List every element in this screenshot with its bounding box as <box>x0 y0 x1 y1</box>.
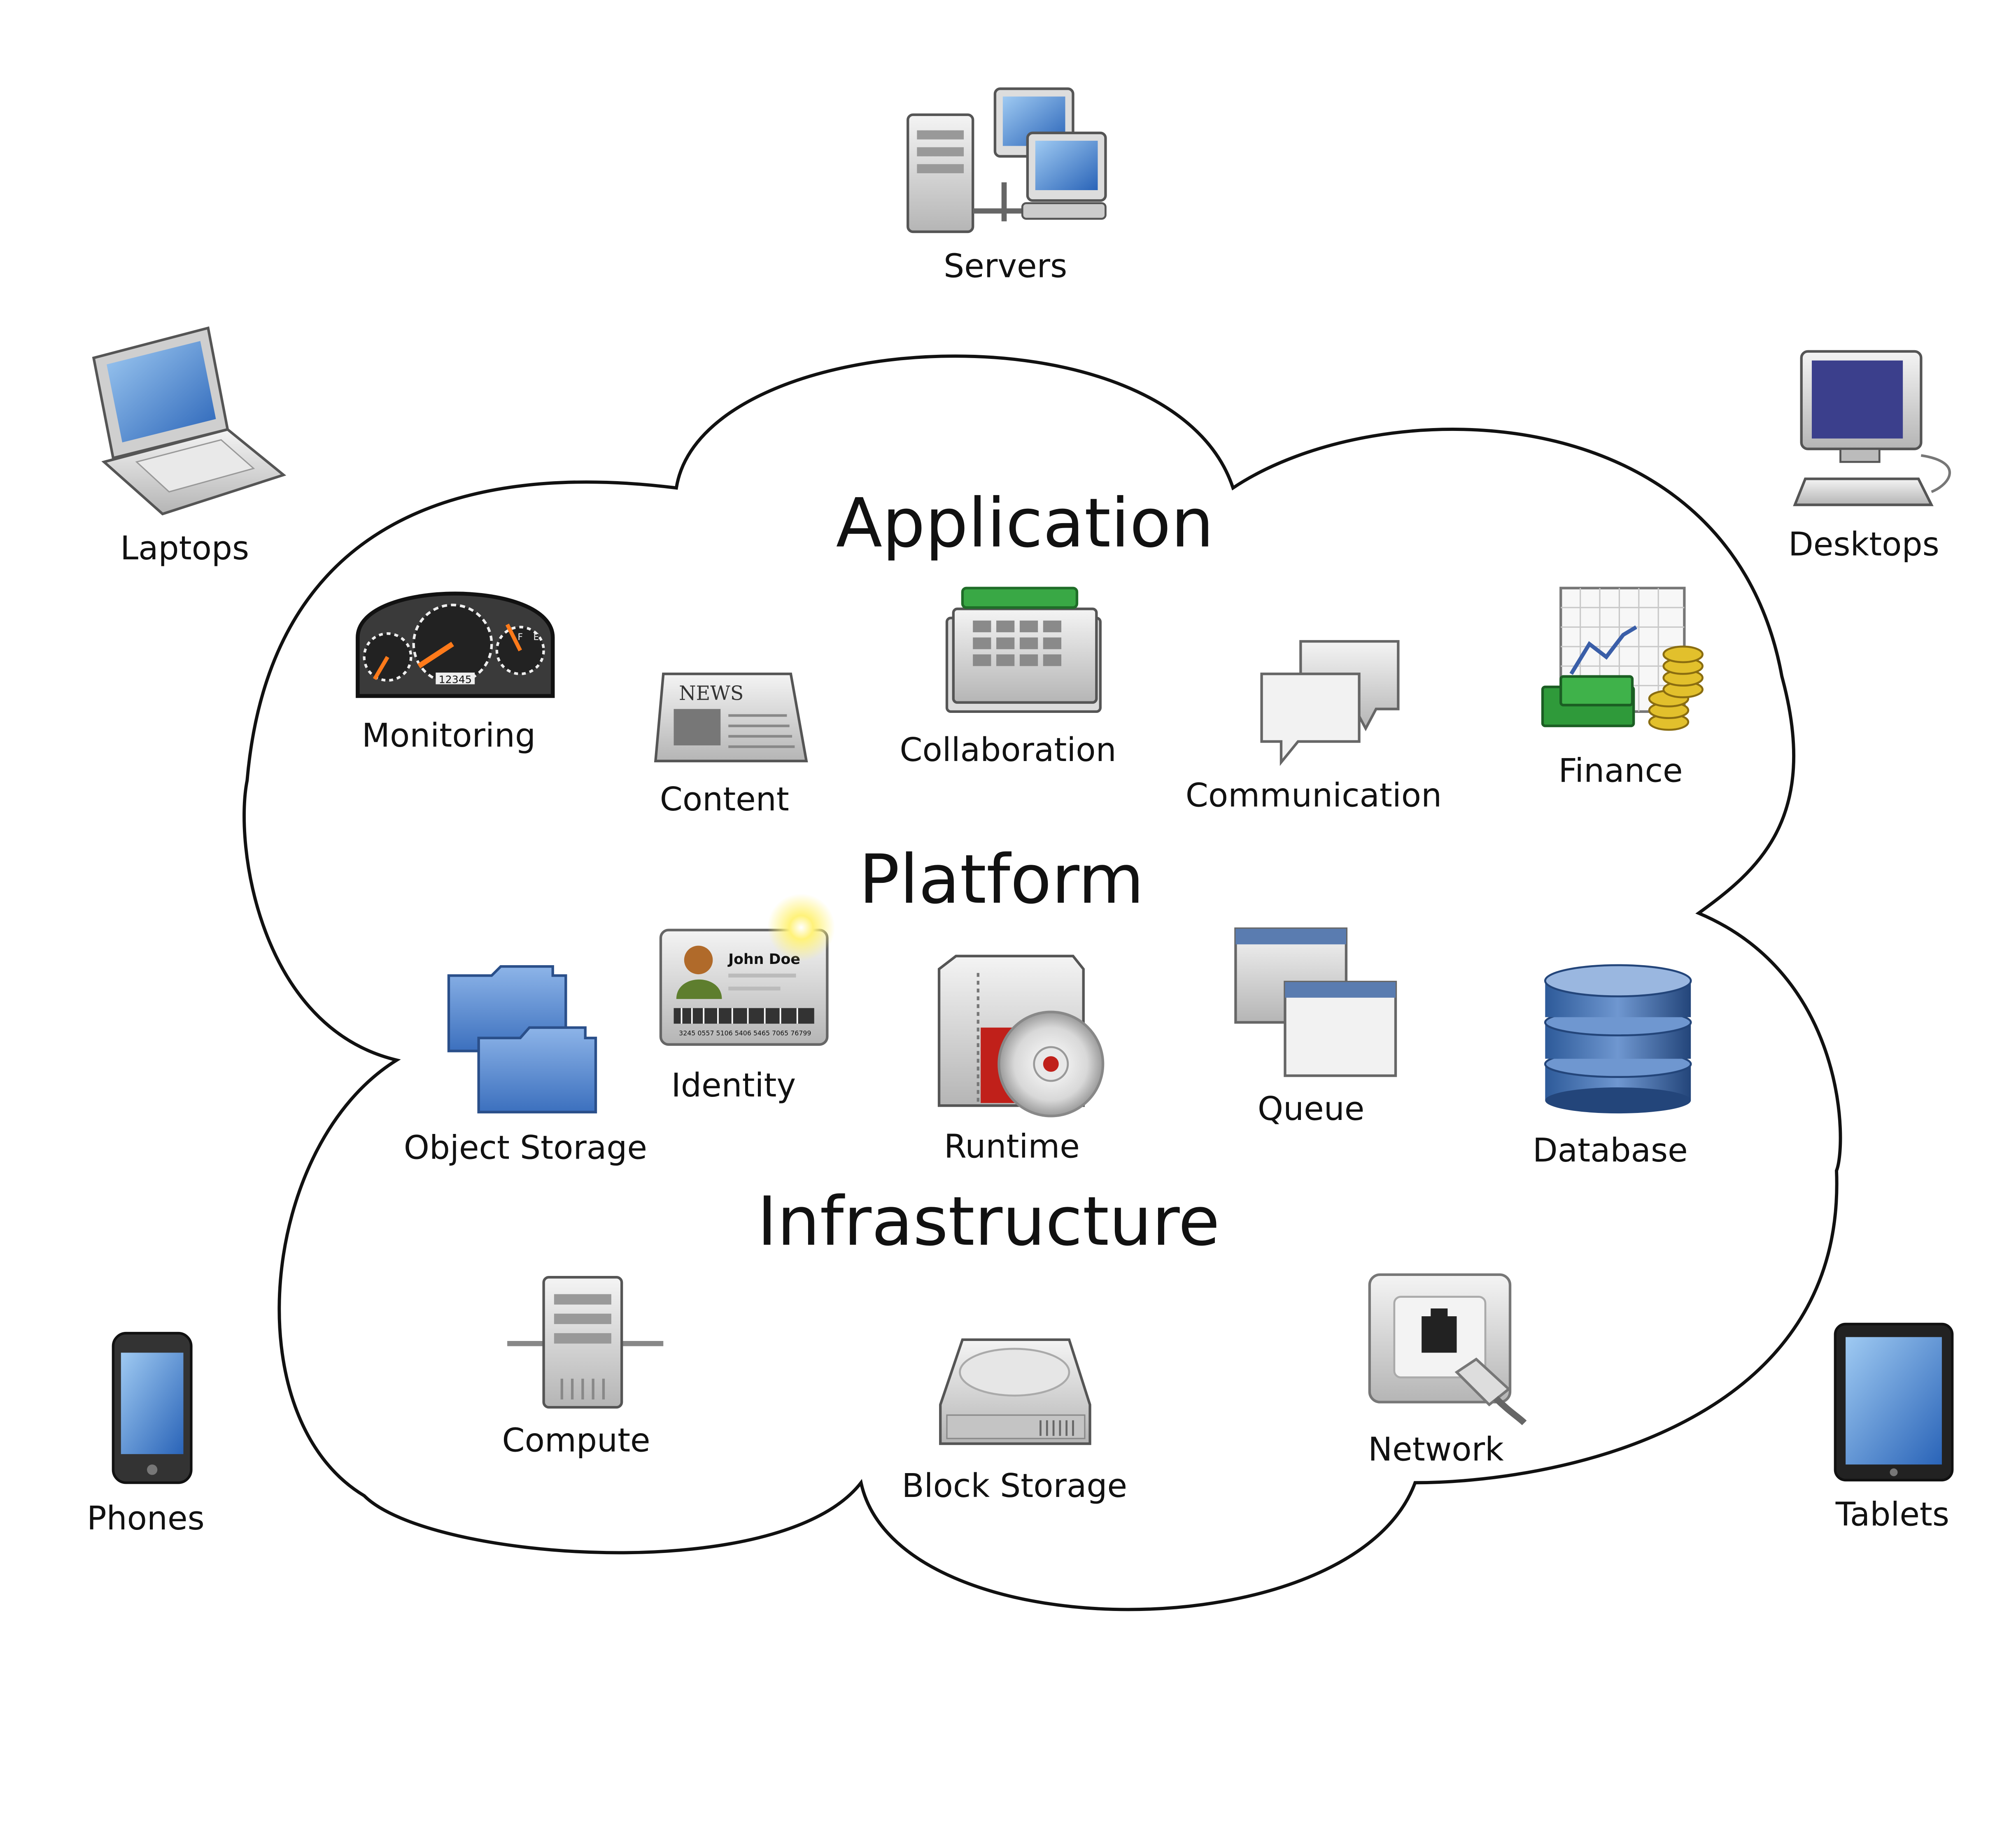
label-content: Content <box>660 780 789 818</box>
label-network: Network <box>1368 1431 1504 1469</box>
windows-icon <box>1234 927 1397 1077</box>
label-runtime: Runtime <box>944 1128 1080 1166</box>
label-finance: Finance <box>1559 752 1683 789</box>
label-collaboration: Collaboration <box>900 731 1116 769</box>
label-object-storage: Object Storage <box>404 1129 647 1167</box>
dashboard-icon: 12345 F E <box>356 591 555 698</box>
chat-bubbles-icon <box>1260 640 1400 766</box>
id-card-icon: John Doe 3245 0557 5106 5406 5465 7065 7… <box>659 894 835 1046</box>
label-queue: Queue <box>1258 1090 1364 1128</box>
network-jack-icon <box>1368 1273 1527 1425</box>
label-block-storage: Block Storage <box>902 1467 1127 1505</box>
money-chart-icon <box>1541 587 1704 731</box>
layer-title-application: Application <box>836 484 1214 563</box>
desktop-icon <box>1793 350 1951 506</box>
label-database: Database <box>1533 1131 1688 1169</box>
label-compute: Compute <box>502 1422 650 1460</box>
folders-icon <box>447 965 597 1114</box>
gauge-f-text: F <box>517 632 523 642</box>
software-package-icon <box>937 954 1105 1117</box>
label-servers: Servers <box>944 247 1067 285</box>
card-number: 3245 0557 5106 5406 5465 7065 76799 <box>679 1029 811 1037</box>
gauge-e-text: E <box>533 632 539 642</box>
tablet-icon <box>1834 1322 1954 1482</box>
label-laptops: Laptops <box>120 529 249 567</box>
label-tablets: Tablets <box>1835 1496 1949 1534</box>
odometer-text: 12345 <box>439 673 472 685</box>
label-desktops: Desktops <box>1788 526 1939 563</box>
server-tower-icon <box>507 1276 664 1409</box>
database-icon <box>1544 964 1692 1114</box>
laptop-icon <box>92 326 287 516</box>
newspaper-headline: NEWS <box>679 682 743 705</box>
servers-icon <box>907 87 1107 233</box>
label-monitoring: Monitoring <box>362 717 536 754</box>
calendar-icon <box>945 587 1102 713</box>
layer-title-infrastructure: Infrastructure <box>757 1182 1220 1261</box>
label-communication: Communication <box>1186 777 1442 815</box>
label-identity: Identity <box>671 1066 796 1104</box>
hard-drive-icon <box>939 1338 1091 1445</box>
label-phones: Phones <box>87 1499 205 1537</box>
newspaper-icon: NEWS <box>654 673 808 763</box>
layer-title-platform: Platform <box>859 840 1144 919</box>
phone-icon <box>112 1332 193 1484</box>
